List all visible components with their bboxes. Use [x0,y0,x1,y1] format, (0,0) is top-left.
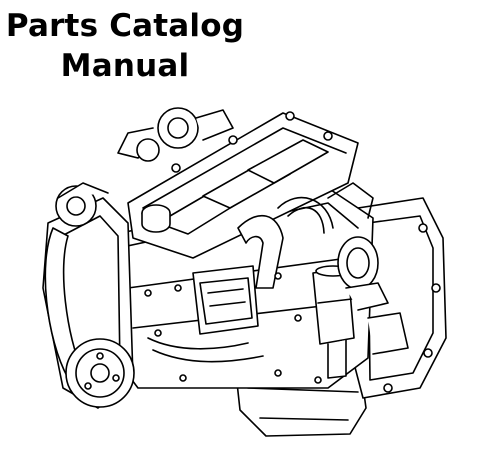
title-line-1: Parts Catalog [5,8,245,44]
engine-icon [42,107,447,437]
engine-illustration [28,88,468,450]
title-line-2: Manual [60,48,190,84]
page-title: Parts Catalog Manual [0,6,250,86]
